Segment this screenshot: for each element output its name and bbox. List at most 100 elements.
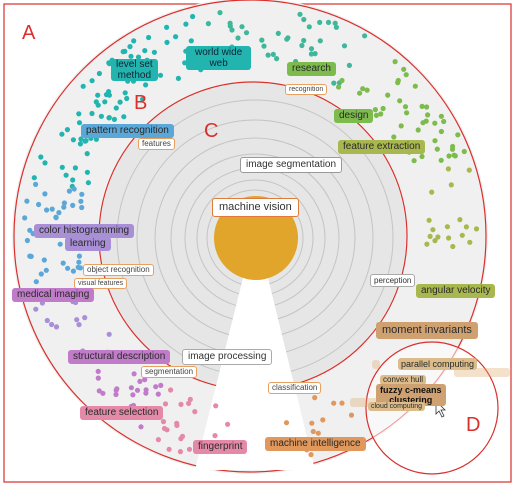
document-dot [44,207,50,213]
document-dot [166,446,172,452]
document-dot [179,433,186,439]
topic-segmentation[interactable]: segmentation [141,366,198,378]
document-dot [146,34,152,41]
document-dot [380,105,386,112]
document-dot [131,38,137,44]
ring-label-b: B [134,92,148,114]
topic-medical-imaging[interactable]: medical imaging [12,288,95,302]
topic-image-segmentation[interactable]: image segmentation [240,157,343,173]
document-dot [429,189,435,195]
document-dot [164,39,170,46]
center-title[interactable]: machine vision [212,198,299,217]
document-dot [24,237,30,244]
document-dot [128,385,134,391]
document-dot [192,409,198,415]
document-dot [134,387,141,393]
topic-recognition[interactable]: recognition [285,84,328,95]
topic-convex-hull[interactable]: convex hull [380,375,427,385]
document-dot [106,331,112,337]
document-dot [432,120,438,126]
document-dot [373,112,379,118]
document-dot [392,59,398,65]
topic-cloud-computing[interactable]: cloud computing [368,402,425,411]
document-dot [461,148,467,155]
topic-color-histogramming[interactable]: color histogramming [34,224,135,238]
document-dot [106,92,112,98]
topic-perception[interactable]: perception [370,274,416,287]
document-dot [317,38,323,44]
document-dot [96,70,102,77]
topic-fuzzy-c-means-clustering[interactable]: fuzzy c-means clustering [376,384,446,406]
document-dot [138,424,144,430]
document-dot [419,153,425,160]
document-dot [308,452,314,458]
topic-parallel-computing[interactable]: parallel computing [398,358,478,370]
document-dot [38,154,44,160]
document-dot [362,33,368,39]
document-dot [446,153,452,159]
topic-feature-extraction[interactable]: feature extraction [338,140,426,154]
document-dot [66,188,72,194]
document-dot [157,72,164,78]
topic-angular-velocity[interactable]: angular velocity [416,284,496,298]
document-dot [59,131,65,137]
document-dot [424,241,430,247]
document-dot [98,113,104,119]
topic-learning[interactable]: learning [65,237,111,251]
document-dot [117,99,123,105]
document-dot [467,239,473,245]
document-dot [446,235,452,241]
topic-image-processing[interactable]: image processing [182,349,273,365]
topic-feature-selection[interactable]: feature selection [80,406,164,420]
document-dot [424,104,430,110]
topic-machine-intelligence[interactable]: machine intelligence [265,437,366,451]
document-dot [42,160,48,166]
document-dot [77,141,83,147]
document-dot [331,80,337,86]
topic-structural-description[interactable]: structural description [68,350,171,364]
topic-features[interactable]: features [138,138,175,150]
topic-fingerprint[interactable]: fingerprint [193,440,248,454]
topic-pattern-recognition[interactable]: pattern recognition [81,124,174,138]
topic-visual-features[interactable]: visual features [74,278,128,289]
document-dot [65,265,71,271]
document-dot [357,90,363,96]
document-dot [333,24,339,30]
document-dot [425,112,431,118]
topic-level-set-method[interactable]: level set method [111,59,158,81]
document-dot [435,234,441,240]
document-dot [450,243,456,250]
document-dot [412,83,418,89]
document-dot [187,396,193,402]
topic-classification[interactable]: classification [268,382,322,394]
document-dot [27,253,33,259]
document-dot [143,82,149,88]
ring-label-d: D [466,414,481,436]
document-dot [426,217,432,223]
document-dot [310,428,316,435]
document-dot [153,384,159,390]
document-dot [89,78,95,84]
document-dot [227,23,233,29]
document-dot [173,34,179,40]
document-dot [53,324,60,330]
document-dot [430,227,436,233]
document-dot [122,48,128,55]
document-dot [168,387,174,393]
topic-design[interactable]: design [334,109,374,123]
document-dot [79,191,85,197]
topic-object-recognition[interactable]: object recognition [83,264,154,276]
topic-world-wide-web[interactable]: world wide web [186,46,252,70]
topic-research[interactable]: research [287,62,336,76]
document-dot [455,132,461,138]
document-dot [265,52,271,58]
document-dot [339,77,345,84]
document-dot [71,186,77,192]
document-dot [188,38,194,44]
document-dot [175,75,181,81]
ghost-label [372,360,380,369]
document-dot [419,103,425,109]
document-dot [360,86,366,92]
topic-moment-invariants[interactable]: moment invariants [376,322,478,339]
document-dot [438,128,444,135]
